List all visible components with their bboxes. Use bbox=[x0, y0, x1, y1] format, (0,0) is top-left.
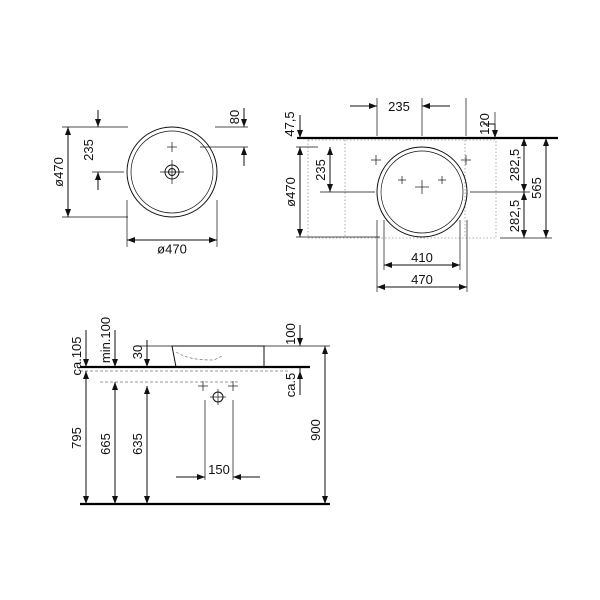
dim-depth-565: 565 bbox=[529, 177, 544, 199]
dim-center-y: 235 bbox=[313, 159, 328, 181]
dim-100: 100 bbox=[283, 323, 298, 345]
dim-plan-tap-offset: 80 bbox=[227, 110, 242, 124]
dim-ca105: ca.105 bbox=[69, 336, 84, 375]
dim-plan-center: 235 bbox=[81, 139, 96, 161]
dim-30: 30 bbox=[130, 345, 145, 359]
side-tap-hole-left bbox=[198, 381, 208, 391]
tap-hole-right-mark bbox=[461, 155, 471, 165]
basin-outer-circle bbox=[126, 126, 218, 218]
dim-basin-diameter: ø470 bbox=[283, 177, 298, 207]
basin-inner-dashed bbox=[175, 351, 223, 361]
dim-635: 635 bbox=[130, 433, 145, 455]
dim-795: 795 bbox=[69, 427, 84, 449]
drain-hole-mark bbox=[415, 180, 429, 194]
dim-665: 665 bbox=[98, 433, 113, 455]
dim-edge-120: 120 bbox=[477, 113, 492, 135]
dim-150: 150 bbox=[208, 462, 230, 477]
side-elevation: ca.105 min.100 30 100 ca.5 795 665 635 9… bbox=[69, 317, 330, 506]
side-tap-hole-right bbox=[228, 381, 238, 391]
tap-hole-small-left bbox=[398, 176, 406, 184]
dim-plan-diameter-horizontal: ø470 bbox=[157, 242, 187, 257]
tap-hole-left-mark bbox=[371, 155, 381, 165]
plan-view-basin: ø470 235 80 ø470 bbox=[51, 108, 248, 257]
basin-profile bbox=[171, 345, 265, 368]
dim-cutout-410: 410 bbox=[411, 250, 433, 265]
tap-hole-small-right bbox=[438, 176, 446, 184]
basin-inner-circle bbox=[130, 130, 214, 214]
basin-outer-circle-2 bbox=[376, 146, 468, 238]
dim-top-offset: 47,5 bbox=[282, 111, 297, 136]
dim-upper-half: 282,5 bbox=[507, 149, 522, 182]
dim-center-x: 235 bbox=[388, 99, 410, 114]
basin-inner-circle-2 bbox=[380, 150, 464, 234]
dim-900: 900 bbox=[308, 419, 323, 441]
dim-min100: min.100 bbox=[98, 317, 113, 363]
dim-lower-half: 282,5 bbox=[507, 200, 522, 233]
countertop-cutout-outline bbox=[307, 139, 497, 239]
plan-view-countertop: 47,5 235 120 282,5 282,5 565 ø470 235 41… bbox=[282, 98, 558, 292]
dim-ca5: ca.5 bbox=[283, 373, 298, 398]
dim-plan-diameter-vertical: ø470 bbox=[51, 157, 66, 187]
dim-width-470: 470 bbox=[411, 272, 433, 287]
